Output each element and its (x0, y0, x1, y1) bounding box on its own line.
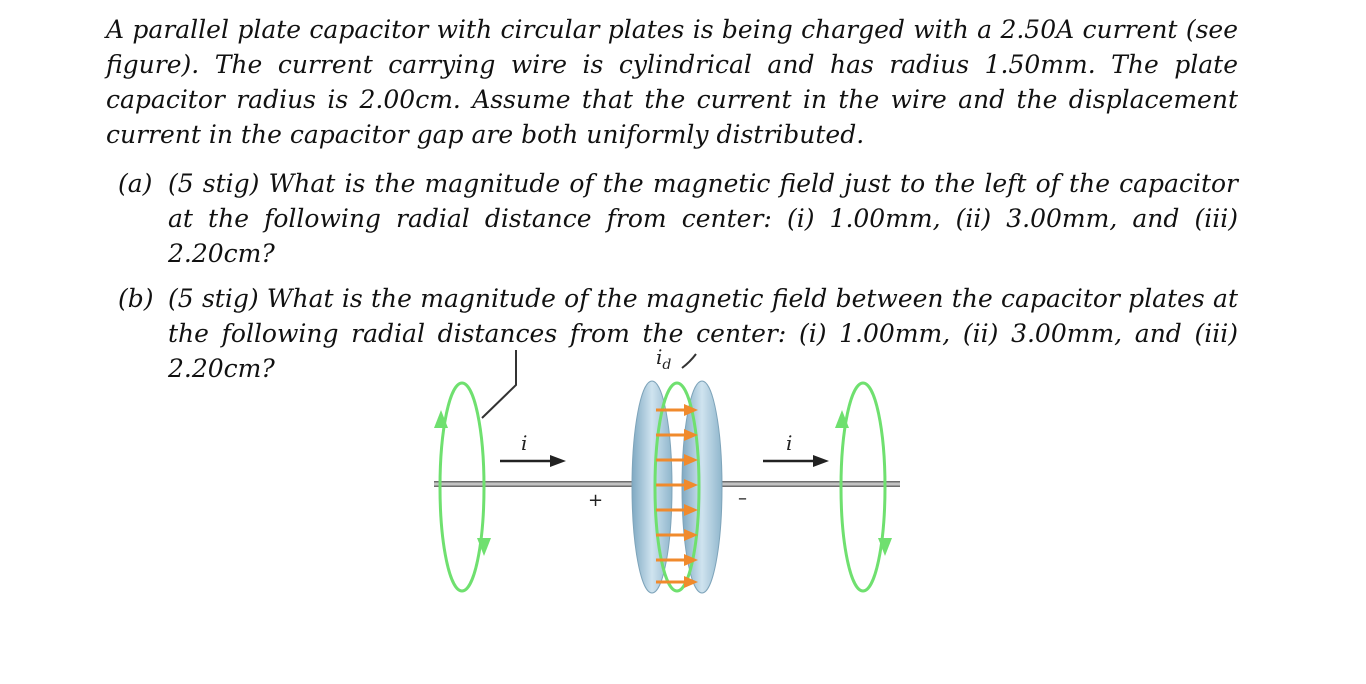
part-b-label: (b) (118, 284, 154, 313)
left-loop-arrow-up (434, 410, 448, 428)
problem-parts: (a) (5 stig) What is the magnitude of th… (106, 166, 1238, 386)
displacement-pointer (681, 353, 697, 369)
right-loop-arrow-up (835, 410, 849, 428)
right-current-label: i (786, 431, 792, 455)
middle-field-loop (653, 381, 701, 593)
part-a: (a) (5 stig) What is the magnitude of th… (106, 166, 1238, 271)
plus-sign: + (588, 490, 603, 511)
capacitor-figure: i i id + (420, 340, 920, 600)
left-current-arrowhead (550, 455, 566, 467)
right-wire (710, 481, 900, 487)
left-field-loop (438, 381, 486, 593)
right-current-arrowhead (813, 455, 829, 467)
left-wire (434, 481, 639, 487)
part-b-text: (5 stig) What is the magnitude of the ma… (168, 284, 1238, 383)
problem-statement: A parallel plate capacitor with circular… (106, 12, 1238, 396)
part-a-label: (a) (118, 169, 153, 198)
displacement-current-label: id (656, 345, 671, 373)
capacitor-diagram: i i id + (434, 345, 900, 594)
left-loop-arrow-down (477, 538, 491, 556)
problem-intro: A parallel plate capacitor with circular… (106, 15, 1238, 149)
right-loop-arrow-down (878, 538, 892, 556)
part-b: (b) (5 stig) What is the magnitude of th… (106, 281, 1238, 386)
part-a-text: (5 stig) What is the magnitude of the ma… (168, 169, 1238, 268)
right-field-loop (839, 381, 887, 593)
pointer-line (481, 350, 517, 419)
minus-sign: – (738, 488, 747, 509)
left-current-label: i (521, 431, 527, 455)
displacement-current-arrows (656, 404, 698, 588)
